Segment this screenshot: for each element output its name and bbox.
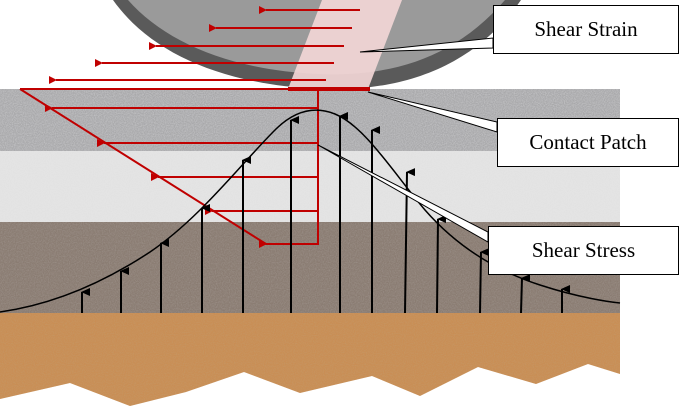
shear-envelope bbox=[19, 88, 319, 245]
black-arrow-icon bbox=[479, 248, 490, 314]
shear-strain-label: Shear Strain bbox=[493, 5, 679, 54]
black-arrow-icon bbox=[436, 215, 447, 314]
stress-distribution-curve bbox=[0, 109, 621, 313]
black-arrow-icon bbox=[520, 274, 531, 314]
tire-shape bbox=[113, 0, 521, 90]
vertical-stress-arrows bbox=[81, 112, 570, 314]
callout-pointers bbox=[317, 37, 498, 243]
shear-arrows bbox=[19, 6, 360, 248]
contact-patch-label: Contact Patch bbox=[497, 118, 679, 167]
shear-strain-band bbox=[288, 0, 402, 89]
shear-stress-label: Shear Stress bbox=[488, 226, 679, 275]
